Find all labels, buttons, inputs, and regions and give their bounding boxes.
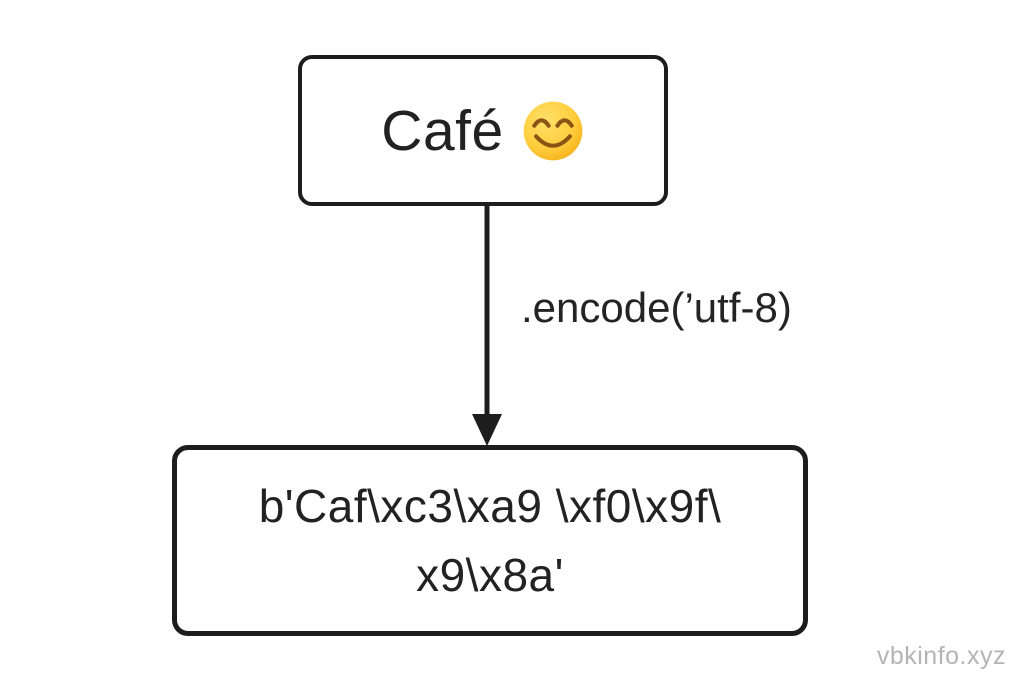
bytes-result-line-2: x9\x8a' [416,548,564,601]
smiling-face-emoji-icon [523,101,583,160]
source-string-text: Café [381,98,504,163]
source-string-node: Café [298,55,668,206]
bytes-result-node: b'Caf\xc3\xa9 \xf0\x9f\ x9\x8a' [172,445,808,636]
bytes-result-line-1: b'Caf\xc3\xa9 \xf0\x9f\ [258,480,722,533]
watermark: vbkinfo.xyz [876,642,1006,670]
encode-method-label: .encode(’utf-8) [521,284,792,331]
